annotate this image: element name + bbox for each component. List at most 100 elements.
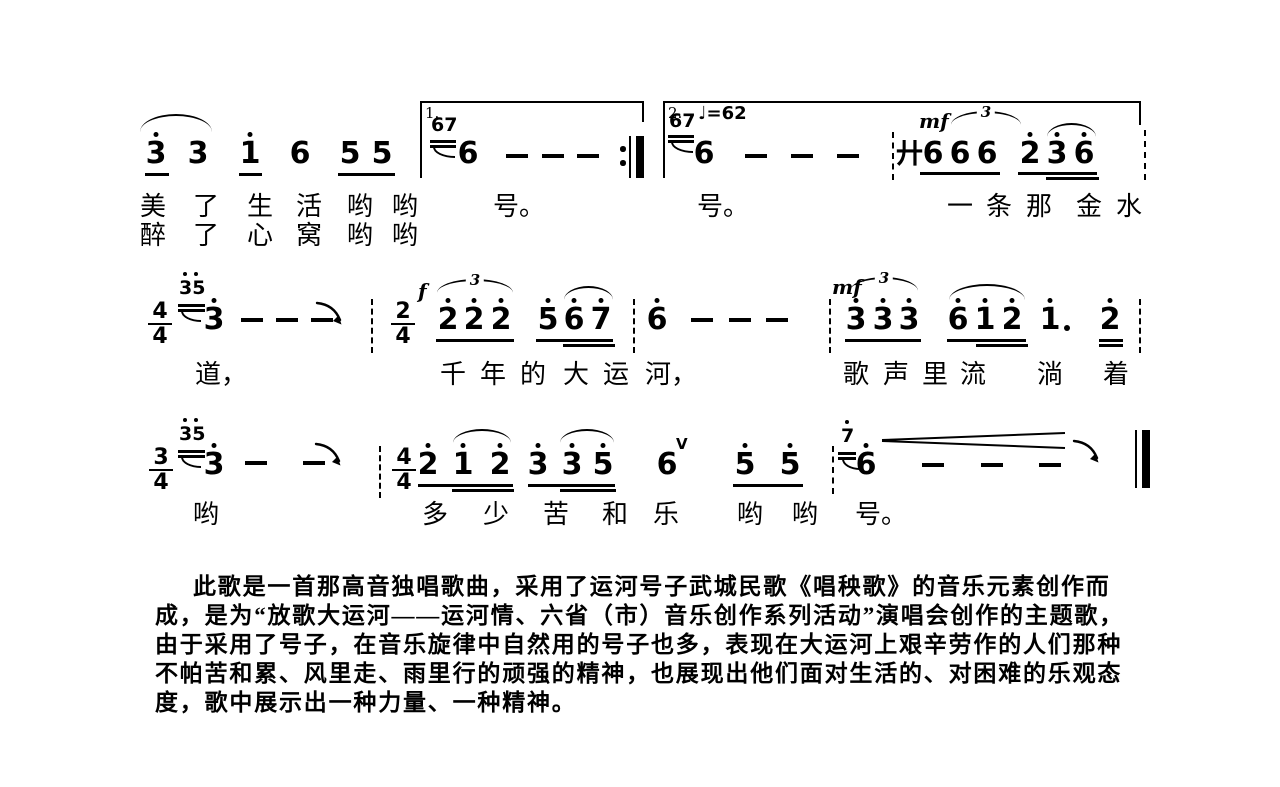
final-barline-thin [1135,430,1138,488]
grace-notes: 35 [179,277,206,299]
lyric-syllable: 哟 [193,500,220,529]
grace-slur [671,142,693,153]
lyric-syllable: 和 [602,500,629,529]
note: 6 [656,447,678,482]
note: 5 [779,447,801,482]
octave-dot [654,298,660,303]
octave-dot [1009,298,1015,303]
barline-dashed [1144,130,1146,180]
barline [420,136,423,178]
octave-dot [598,298,604,303]
barline-dashed [832,446,834,494]
volta-hook [641,101,644,122]
lyric-syllable: 哟 [737,500,764,529]
note: 2 [417,447,439,482]
octave-dot [880,298,886,303]
lyric-syllable: 条 [986,192,1013,221]
note: 6 [855,447,877,482]
grace-notes: 35 [179,423,206,445]
beam-line [560,489,616,492]
octave-dot [742,443,748,448]
triplet-number: 3 [874,269,894,287]
note: 6 [563,302,585,337]
grace-slur [181,457,201,468]
grace-notes: 7 [841,425,855,447]
lyric-syllable: 河， [645,360,698,389]
falling-arrow-icon [1072,439,1099,463]
note: 3 [561,447,583,482]
octave-dot [194,418,198,422]
note: 3 [527,447,549,482]
volta-label: 1. [425,104,440,122]
octave-dot [183,272,187,276]
time-signature-part [148,323,172,326]
dash-extension [922,463,944,467]
dash-extension [577,154,599,158]
augmentation-dot [1064,325,1070,331]
falling-arrow-icon [314,442,341,466]
note: 3 [872,302,894,337]
lyric-syllable: 运 [603,360,630,389]
glissando-wedge [881,432,1066,449]
note: 2 [1099,302,1121,337]
triplet-number: 3 [465,271,485,289]
octave-dot [211,298,217,303]
dash-extension [303,461,325,465]
lyric-syllable: 美 [140,192,167,221]
description-line: 此歌是一首那高音独唱歌曲，采用了运河号子武城民歌《唱秧歌》的音乐元素创作而 [193,574,1111,599]
dynamic-marking: mf [832,275,862,299]
description-line: 度，歌中展示出一种力量、一种精神。 [155,690,577,715]
note: 6 [976,136,998,171]
repeat-dot [620,146,626,152]
octave-dot [845,420,849,424]
octave-dot [982,298,988,303]
lyric-syllable: 乐 [653,500,680,529]
beam-line [239,173,262,176]
lyric-syllable: 那 [1026,192,1053,221]
note: 6 [457,136,479,171]
lyric-syllable: 千 [440,360,467,389]
barline-dashed [829,299,831,353]
time-signature-part: 2 [395,299,411,324]
beam-line [1046,177,1099,180]
volta-hook [420,101,423,136]
description-line: 由于采用了号子，在音乐旋律中自然用的号子也多，表现在大运河上艰辛劳作的人们那种 [155,632,1123,657]
octave-dot [471,298,477,303]
dash-extension [981,463,1003,467]
dash-extension [791,154,813,158]
time-signature-part: 4 [396,445,412,470]
octave-dot [906,298,912,303]
note: 2 [437,302,459,337]
lyric-syllable: 年 [480,360,507,389]
note: 6 [1073,136,1095,171]
repeat-dot [620,160,626,166]
note: 2 [463,302,485,337]
grace-notes: 67 [431,114,458,136]
note: 3 [203,447,225,482]
triplet-bracket: 3 [951,103,1021,125]
dash-extension [542,154,564,158]
beam-line [976,344,1028,347]
barline-dashed [892,132,894,180]
barline-dashed [633,299,635,353]
dynamic-marking: mf [919,109,949,133]
dash-extension [311,318,333,322]
triplet-bracket: 3 [850,269,918,291]
note: 3 [1046,136,1068,171]
beam-line [528,484,615,487]
dash-extension [837,154,859,158]
note: 7 [590,302,612,337]
note: 3 [898,302,920,337]
octave-dot [460,443,466,448]
lyric-syllable: 哟 [347,221,374,250]
slur [949,284,1025,300]
lyric-syllable: 着 [1103,360,1130,389]
lyric-syllable: 了 [193,221,220,250]
octave-dot [535,443,541,448]
time-signature-part [149,469,173,472]
lyric-syllable: 活 [296,192,323,221]
note: 1 [974,302,996,337]
